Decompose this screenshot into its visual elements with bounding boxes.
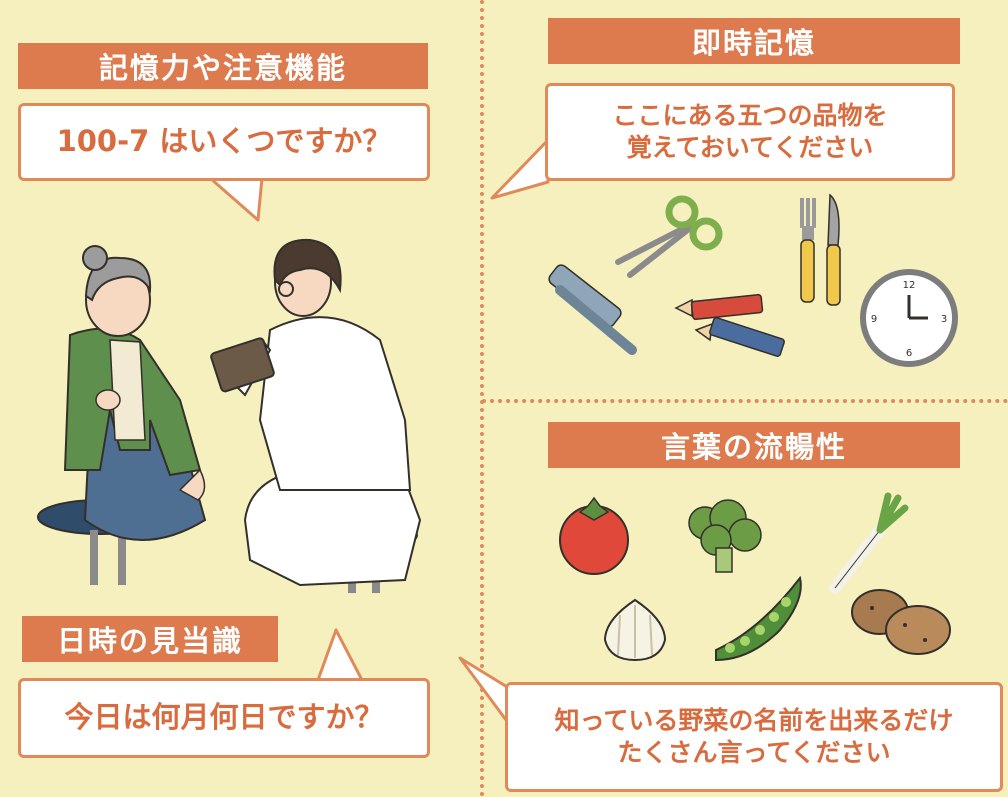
svg-text:9: 9	[871, 314, 877, 325]
verbal-fluency-bubble: 知っている野菜の名前を出来るだけ たくさん言ってください	[505, 682, 1003, 792]
orientation-bubble: 今日は何月何日ですか？	[18, 678, 430, 758]
blue-pencil-icon	[694, 317, 785, 357]
immediate-memory-instruction: ここにある五つの品物を 覚えておいてください	[612, 100, 888, 163]
immediate-memory-bubble: ここにある五つの品物を 覚えておいてください	[545, 83, 955, 181]
memory-attention-question: 100-7 はいくつですか？	[56, 124, 392, 159]
red-pencil-icon	[674, 293, 764, 321]
elderly-patient	[63, 245, 207, 541]
green-onion-icon	[829, 492, 909, 594]
tomato-icon	[559, 496, 629, 575]
memory-attention-bubble: 100-7 はいくつですか？	[18, 103, 430, 181]
immediate-memory-label: 即時記憶	[548, 18, 960, 64]
scissors-icon	[615, 195, 723, 278]
orientation-question: 今日は何月何日ですか？	[64, 700, 384, 735]
svg-text:12: 12	[903, 280, 916, 291]
potato-icon	[851, 589, 951, 655]
pea-pod-icon	[715, 575, 802, 662]
horizontal-divider	[482, 399, 1008, 403]
comb-icon	[548, 264, 637, 355]
orientation-label: 日時の見当識	[22, 616, 278, 662]
garlic-icon	[603, 598, 667, 662]
verbal-fluency-instruction: 知っている野菜の名前を出来るだけ たくさん言ってください	[554, 705, 954, 768]
clock-icon: 12 3 6 9	[860, 269, 958, 367]
memory-attention-label: 記憶力や注意機能	[18, 43, 428, 89]
svg-text:6: 6	[906, 348, 912, 359]
fork-icon	[800, 198, 816, 303]
doctor	[210, 238, 422, 587]
svg-text:3: 3	[941, 314, 947, 325]
knife-icon	[826, 193, 841, 306]
broccoli-icon	[688, 499, 762, 573]
vertical-divider	[480, 0, 484, 797]
verbal-fluency-label: 言葉の流暢性	[548, 422, 960, 468]
